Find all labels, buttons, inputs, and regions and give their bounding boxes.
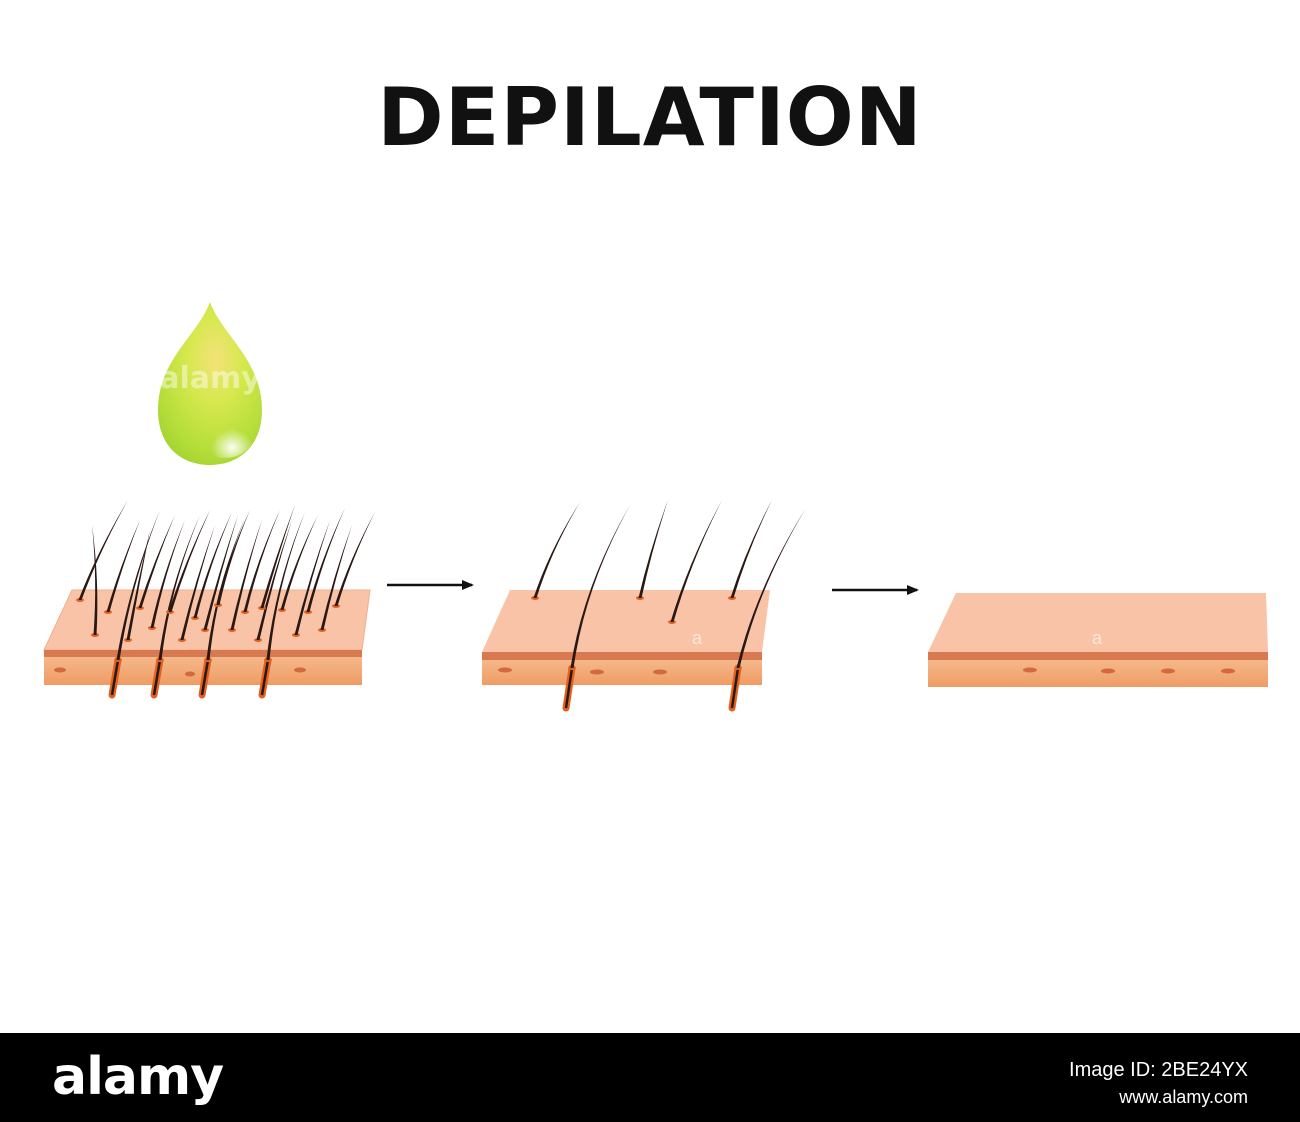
hair-strand (533, 502, 580, 598)
watermark-text: alamy (159, 361, 261, 396)
hair-group-dense (76, 500, 375, 699)
page-title: DEPILATION (377, 71, 923, 164)
hair-strand (736, 508, 806, 668)
hair-strand (670, 500, 722, 622)
hair-strand (638, 500, 668, 598)
hair-strand (78, 500, 128, 600)
hair-strand (230, 520, 262, 630)
hair-root (564, 667, 574, 709)
watermark-mark: a (692, 628, 703, 648)
hair-strand (116, 510, 160, 660)
hair-root (260, 659, 270, 696)
hair-strand (256, 520, 292, 640)
brand-logo: alamy (52, 1047, 224, 1107)
hair-root (152, 659, 162, 696)
skin-block-applying: a (482, 590, 770, 685)
hair-strand (243, 510, 280, 612)
hair-strand (150, 520, 185, 628)
hair-strand (334, 512, 375, 606)
site-url: www.alamy.com (1119, 1087, 1248, 1107)
hair-root (200, 659, 210, 696)
hair-group-sparse (531, 500, 806, 712)
hair-strand (138, 515, 175, 608)
hair-strand (203, 515, 238, 630)
skin-block-after: a (928, 593, 1268, 687)
hair-strand (294, 520, 330, 635)
hair-strand (92, 525, 98, 635)
hair-strand (280, 515, 318, 610)
hair-strand (193, 512, 232, 618)
hair-strand (206, 518, 245, 660)
image-id: Image ID: 2BE24YX (1069, 1059, 1248, 1081)
hair-strand (180, 525, 215, 640)
hair-strand (320, 525, 352, 630)
hair-strand (306, 508, 345, 612)
hair-strand (126, 530, 150, 640)
hair-strand (106, 520, 140, 612)
hair-strand (168, 510, 210, 612)
hair-root (110, 659, 120, 696)
watermark-mark: a (1092, 628, 1103, 648)
hair-strand (260, 505, 295, 608)
oil-drop-icon: alamy (158, 302, 262, 465)
hair-strand (216, 510, 250, 605)
hair-strand (730, 500, 772, 598)
depilation-diagram: alamy a (43, 302, 1268, 712)
hair-strand (158, 515, 200, 660)
hair-strand (266, 512, 305, 660)
hair-root (730, 667, 740, 709)
footer-bar: alamy Image ID: 2BE24YX www.alamy.com (0, 1033, 1300, 1122)
